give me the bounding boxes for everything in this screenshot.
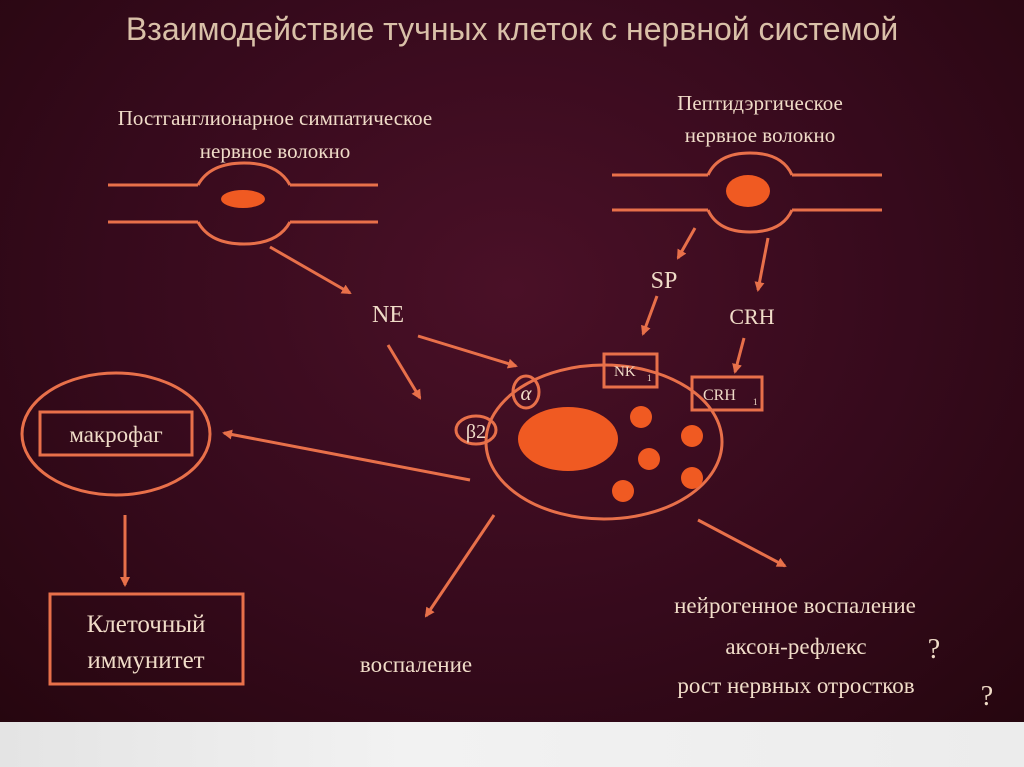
crh1-receptor-label: CRH (703, 387, 736, 404)
arrow-ne-to-alpha (417, 334, 518, 369)
alpha-receptor-label: α (520, 381, 532, 405)
slide-title: Взаимодействие тучных клеток с нервной с… (126, 11, 898, 47)
cellular-immunity-box: Клеточный иммунитет (48, 592, 245, 686)
peptidergic-fiber-label-2: нервное волокно (685, 123, 835, 147)
arrow-crh-to-receptor (732, 337, 746, 374)
bottom-strip (0, 722, 1024, 767)
nk1-receptor: NK 1 (602, 352, 659, 389)
granule (612, 480, 634, 502)
effect-nerve-growth: рост нервных отростков (677, 673, 914, 698)
arrow-cell-to-inflammation (424, 514, 496, 618)
nk1-receptor-subscript: 1 (647, 373, 652, 383)
arrow-fiber-to-crh (754, 237, 770, 292)
peptidergic-node (726, 175, 770, 207)
granule (638, 448, 660, 470)
crh1-receptor: CRH 1 (690, 375, 764, 412)
sp-label: SP (651, 268, 678, 294)
arrow-ne-to-beta (386, 344, 422, 400)
effect-axon-reflex: аксон-рефлекс (725, 634, 866, 659)
inflammation-label: воспаление (360, 652, 472, 677)
arrow-fiber-to-ne (269, 245, 352, 295)
question-mark-1: ? (928, 634, 940, 665)
arrow-cell-to-effects (697, 518, 787, 568)
granule (681, 425, 703, 447)
peptidergic-fiber: Пептидэргическое нервное волокно (612, 91, 882, 234)
mast-cell-nucleus (518, 407, 618, 471)
ne-label: NE (372, 302, 404, 328)
macrophage: макрофаг (20, 371, 212, 497)
sympathetic-fiber-label-1: Постганглионарное симпатическое (118, 106, 432, 130)
beta2-receptor-label: β2 (466, 421, 486, 443)
arrow-cell-to-macrophage (222, 429, 471, 482)
arrow-sp-to-nk (641, 295, 659, 336)
granule (630, 406, 652, 428)
question-mark-2: ? (981, 681, 993, 712)
macrophage-box (38, 410, 194, 457)
mast-cell (484, 363, 724, 521)
crh-label: CRH (729, 304, 774, 329)
granule (681, 467, 703, 489)
arrow-fiber-to-sp (676, 227, 697, 260)
cellular-immunity-label-1: Клеточный (87, 611, 206, 638)
alpha-receptor: α (511, 374, 541, 410)
sympathetic-node (221, 190, 265, 208)
peptidergic-fiber-label-1: Пептидэргическое (677, 91, 843, 115)
crh1-receptor-subscript: 1 (753, 397, 758, 407)
beta2-receptor: β2 (454, 414, 498, 446)
sympathetic-fiber: Постганглионарное симпатическое нервное … (108, 106, 432, 246)
macrophage-ellipse (20, 371, 212, 497)
macrophage-label: макрофаг (69, 422, 162, 447)
effect-neurogenic-inflammation: нейрогенное воспаление (674, 593, 916, 618)
nk1-receptor-label: NK (614, 364, 636, 380)
cellular-immunity-label-2: иммунитет (87, 647, 204, 674)
sympathetic-fiber-label-2: нервное волокно (200, 139, 350, 163)
